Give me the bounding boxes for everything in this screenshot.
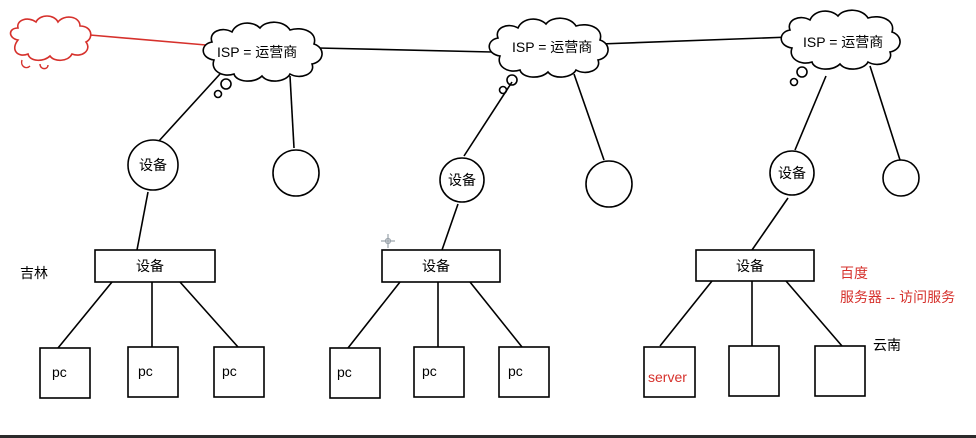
edge-sw1-t3 xyxy=(179,281,239,348)
edge-cloud3-device3 xyxy=(794,75,827,151)
device-node-3 xyxy=(769,150,815,196)
terminal-1-1-label: pc xyxy=(52,364,67,380)
terminal-2-2 xyxy=(413,346,465,398)
terminal-2-1-label: pc xyxy=(337,364,352,380)
edge-device1-router1 xyxy=(136,191,149,251)
terminal-1-3 xyxy=(213,346,265,398)
isp-cloud-1: ISP = 运营商 xyxy=(202,21,323,99)
switch-box-3 xyxy=(695,249,815,282)
edge-sw2-t3 xyxy=(469,281,523,348)
switch-box-1-label: 设备 xyxy=(136,258,164,274)
empty-node-3 xyxy=(882,159,920,197)
region-label-jilin: 吉林 xyxy=(20,265,48,281)
terminal-2-3-label: pc xyxy=(508,363,523,379)
edge-cloud2-device2 xyxy=(463,81,513,157)
terminal-3-2 xyxy=(728,345,780,397)
edge-cloud3-circle3 xyxy=(869,65,901,161)
terminal-3-3 xyxy=(814,345,866,397)
isp-cloud-3: ISP = 运营商 xyxy=(780,9,901,87)
device-node-2-label: 设备 xyxy=(448,172,476,188)
edge-sw3-t3 xyxy=(785,280,843,347)
switch-box-3-label: 设备 xyxy=(736,258,764,274)
edge-cloud1-circle1 xyxy=(289,75,295,149)
terminal-1-2 xyxy=(127,346,179,398)
terminal-3-1 xyxy=(643,346,696,398)
red-link xyxy=(89,34,207,46)
terminal-2-1 xyxy=(329,347,381,399)
terminal-1-2-label: pc xyxy=(138,363,153,379)
isp-cloud-2-label: ISP = 运营商 xyxy=(512,39,592,55)
edge-sw2-t1 xyxy=(347,281,401,349)
empty-node-2 xyxy=(585,160,633,208)
switch-box-1 xyxy=(94,249,216,283)
device-node-2 xyxy=(439,157,485,203)
isp-link-1-2 xyxy=(317,47,493,53)
annotation-baidu: 百度 xyxy=(840,265,868,281)
edge-cloud2-circle2 xyxy=(573,73,605,161)
edge-device2-router2 xyxy=(441,203,459,251)
isp-cloud-2: ISP = 运营商 xyxy=(488,17,609,95)
terminal-3-1-label: server xyxy=(648,369,687,385)
terminal-1-1 xyxy=(39,347,91,399)
annotation-server-access: 服务器 -- 访问服务 xyxy=(840,289,955,305)
edge-sw3-t1 xyxy=(659,280,713,347)
edge-device3-router3 xyxy=(751,197,789,251)
red-cloud-icon xyxy=(9,15,92,70)
isp-link-2-3 xyxy=(599,36,791,45)
isp-cloud-1-label: ISP = 运营商 xyxy=(217,44,297,60)
device-node-1-label: 设备 xyxy=(139,157,167,173)
terminal-2-2-label: pc xyxy=(422,363,437,379)
switch-box-2-label: 设备 xyxy=(422,258,450,274)
device-node-3-label: 设备 xyxy=(778,165,806,181)
edge-cloud1-device1 xyxy=(157,73,221,143)
switch-box-2 xyxy=(381,249,501,283)
isp-cloud-3-label: ISP = 运营商 xyxy=(803,34,883,50)
bottom-border xyxy=(0,435,976,438)
crosshair-cursor-icon xyxy=(381,234,395,248)
device-node-1 xyxy=(127,139,179,191)
terminal-1-3-label: pc xyxy=(222,363,237,379)
terminal-2-3 xyxy=(498,346,550,398)
edge-sw1-t1 xyxy=(57,281,113,349)
region-label-yunnan: 云南 xyxy=(873,337,901,353)
empty-node-1 xyxy=(272,149,320,197)
